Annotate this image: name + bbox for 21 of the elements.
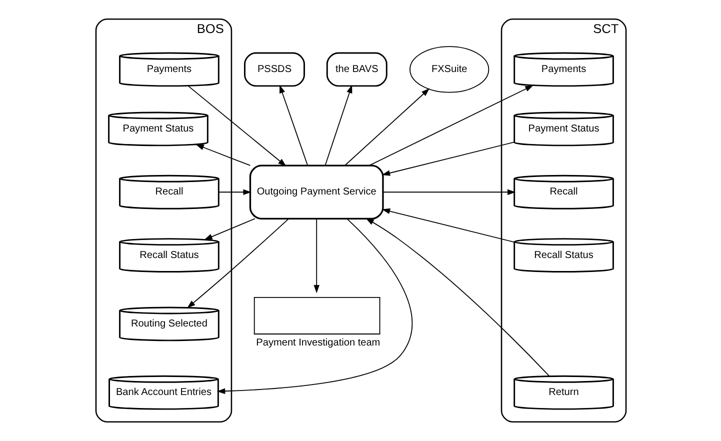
arrow	[382, 189, 516, 195]
node-box: Outgoing Payment Service	[248, 164, 384, 220]
arrow	[216, 218, 412, 394]
arrow	[381, 208, 514, 242]
node-box: PSSDS	[244, 52, 304, 87]
arrow	[204, 218, 255, 240]
node-box	[253, 296, 380, 334]
arrow	[313, 218, 319, 294]
arrow	[195, 144, 250, 166]
arrow	[324, 84, 352, 166]
node-ellipse: FXSuite	[409, 46, 489, 93]
node-box: the BAVS	[326, 52, 387, 87]
node-label: Payment Investigation team	[256, 338, 380, 349]
arrow	[218, 189, 251, 195]
arrow	[188, 86, 286, 166]
arrow	[365, 218, 550, 377]
arrow	[381, 142, 514, 176]
arrow	[344, 88, 430, 166]
arrow	[368, 85, 533, 166]
arrow	[186, 218, 289, 308]
arrow	[279, 84, 308, 166]
